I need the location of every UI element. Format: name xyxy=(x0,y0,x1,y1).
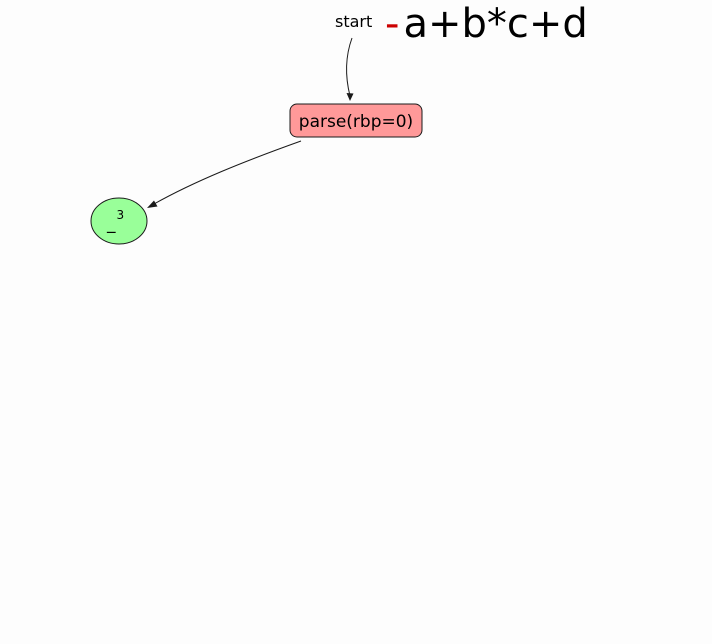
edge-start-to-parse xyxy=(346,37,353,97)
parse-node-box xyxy=(289,103,423,138)
result-node-label: _3 xyxy=(106,208,124,234)
expression-current-token: - xyxy=(385,1,399,47)
expression-text: -a+b*c+d xyxy=(385,1,588,47)
result-node: _3 xyxy=(90,197,148,245)
edge-parse-to-result xyxy=(153,140,302,205)
result-node-superscript: 3 xyxy=(117,208,125,222)
result-node-circle xyxy=(90,197,148,245)
result-node-symbol: _ xyxy=(106,214,116,234)
edge-parse-to-result-arrowhead xyxy=(147,200,158,208)
parse-node: parse(rbp=0) xyxy=(289,103,423,138)
start-label: start xyxy=(335,12,372,31)
expression-remaining: a+b*c+d xyxy=(403,1,587,47)
parse-node-label: parse(rbp=0) xyxy=(299,112,413,132)
edge-start-to-parse-arrowhead xyxy=(346,93,354,101)
